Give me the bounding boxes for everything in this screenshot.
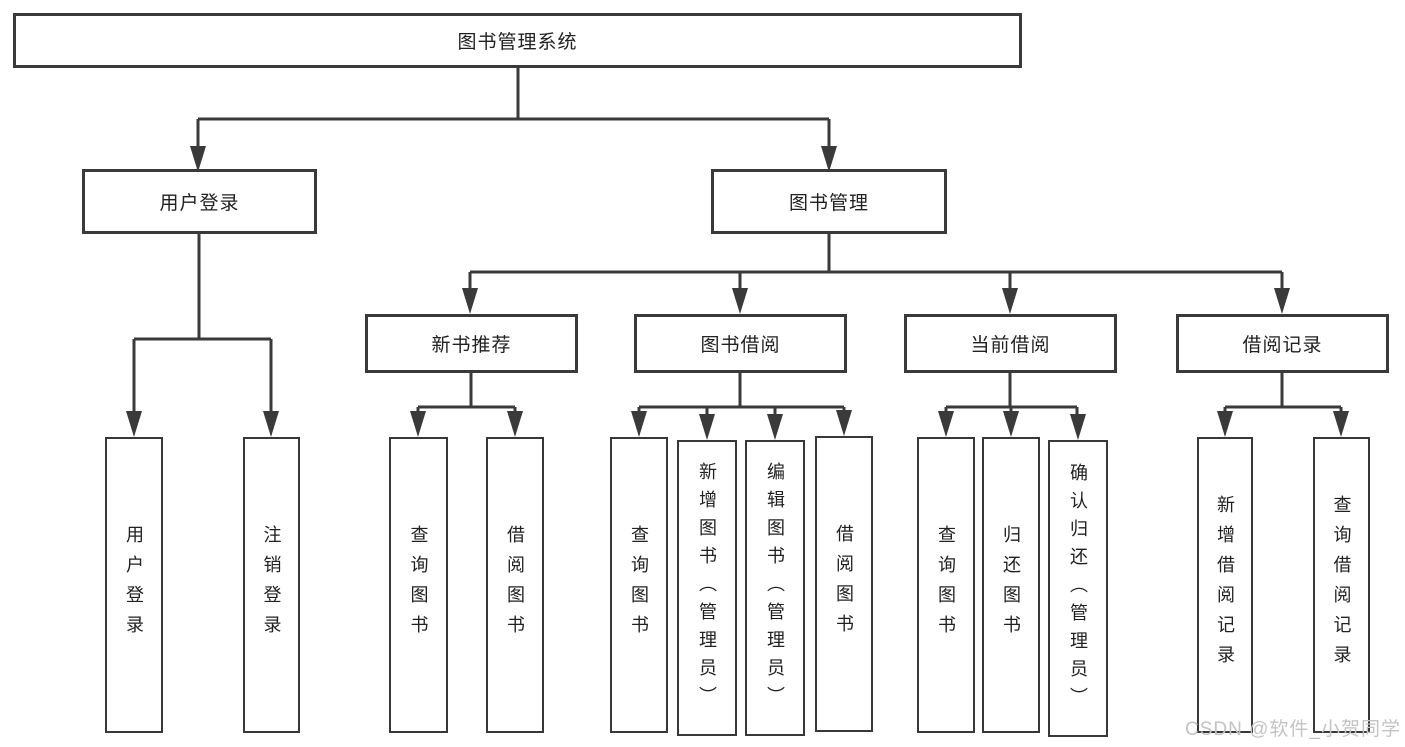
node-borrow-records-label: 借阅记录 — [1242, 335, 1323, 356]
tree-edges — [132, 68, 1343, 417]
leaf-add-books-admin: 新增图书（管理员） — [677, 440, 737, 736]
node-book-borrow-label: 图书借阅 — [700, 335, 781, 356]
node-root-system-label: 图书管理系统 — [457, 32, 578, 53]
leaf-query-books-1-label: 查询图书 — [408, 525, 429, 645]
leaf-query-books-3-label: 查询图书 — [936, 525, 956, 645]
node-user-login-label: 用户登录 — [159, 193, 240, 214]
leaf-borrow-books-2-label: 借阅图书 — [834, 524, 854, 644]
leaf-query-books-2: 查询图书 — [610, 437, 668, 733]
leaf-query-books-1: 查询图书 — [389, 437, 448, 733]
leaf-return-books: 归还图书 — [982, 437, 1040, 733]
leaf-add-borrow-record: 新增借阅记录 — [1197, 437, 1253, 733]
leaf-logout: 注销登录 — [243, 437, 300, 733]
leaf-return-books-label: 归还图书 — [1001, 525, 1021, 645]
arrowheads — [126, 146, 1349, 440]
leaf-borrow-books-1: 借阅图书 — [486, 437, 544, 733]
leaf-borrow-books-2: 借阅图书 — [815, 436, 873, 732]
leaf-confirm-return-admin-label: 确认归还（管理员） — [1068, 462, 1088, 715]
node-book-borrow: 图书借阅 — [634, 314, 847, 373]
node-new-book-recommend-label: 新书推荐 — [431, 335, 512, 356]
leaf-add-borrow-record-label: 新增借阅记录 — [1215, 495, 1235, 675]
node-book-management: 图书管理 — [711, 169, 947, 234]
leaf-edit-books-admin-label: 编辑图书（管理员） — [765, 462, 785, 714]
node-borrow-records: 借阅记录 — [1176, 314, 1389, 373]
leaf-user-login-label: 用户登录 — [124, 525, 144, 645]
leaf-logout-label: 注销登录 — [261, 525, 282, 645]
leaf-query-books-3: 查询图书 — [917, 437, 975, 733]
node-current-borrow-label: 当前借阅 — [970, 335, 1051, 356]
node-root-system: 图书管理系统 — [13, 13, 1022, 68]
node-user-login: 用户登录 — [82, 169, 317, 234]
leaf-confirm-return-admin: 确认归还（管理员） — [1048, 440, 1108, 737]
leaf-query-borrow-record: 查询借阅记录 — [1313, 437, 1370, 733]
node-current-borrow: 当前借阅 — [904, 314, 1117, 373]
leaf-add-books-admin-label: 新增图书（管理员） — [697, 462, 717, 714]
csdn-watermark: CSDN @软件_小贺同学 — [1185, 719, 1401, 740]
leaf-query-books-2-label: 查询图书 — [629, 525, 649, 645]
leaf-query-borrow-record-label: 查询借阅记录 — [1331, 495, 1352, 675]
node-book-management-label: 图书管理 — [788, 193, 869, 214]
leaf-borrow-books-1-label: 借阅图书 — [505, 525, 525, 645]
leaf-edit-books-admin: 编辑图书（管理员） — [745, 440, 805, 736]
node-new-book-recommend: 新书推荐 — [365, 314, 578, 373]
leaf-user-login: 用户登录 — [105, 437, 163, 733]
